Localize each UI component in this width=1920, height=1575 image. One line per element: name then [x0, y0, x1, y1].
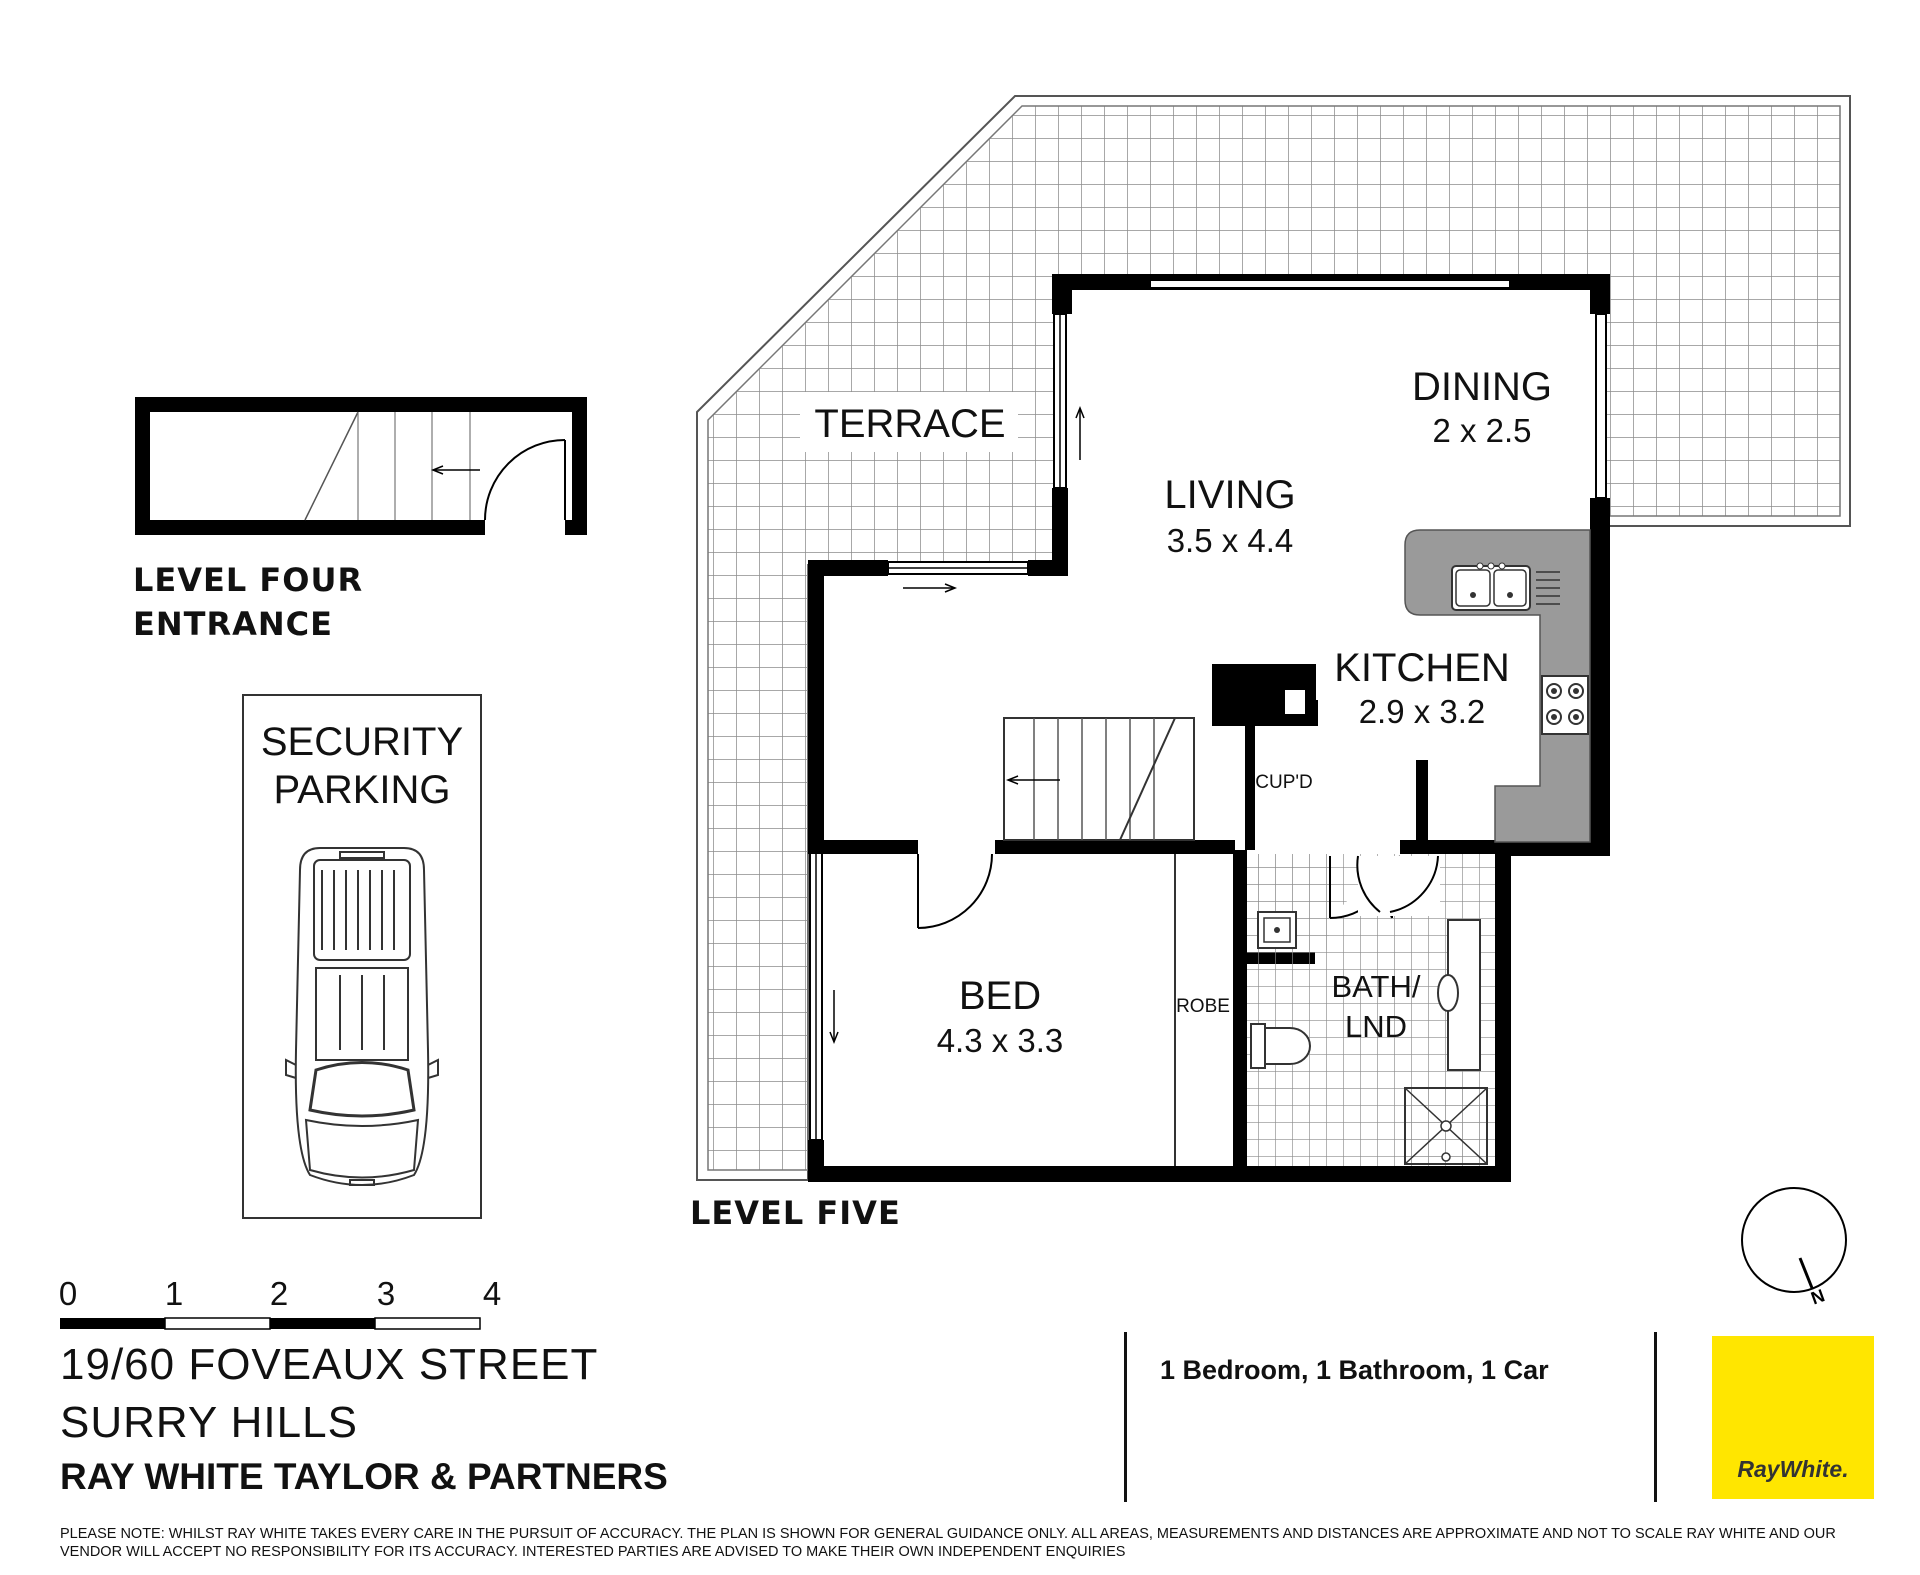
property-specs: 1 Bedroom, 1 Bathroom, 1 Car — [1160, 1355, 1549, 1385]
dining-dims: 2 x 2.5 — [1432, 412, 1531, 449]
logo-text: RayWhite. — [1737, 1456, 1849, 1482]
living-label: LIVING — [1164, 473, 1295, 517]
cupboard-label: CUP'D — [1255, 772, 1312, 793]
bath-label: BATH/ — [1332, 969, 1421, 1004]
divider-left — [1124, 1332, 1127, 1502]
raywhite-logo: RayWhite. — [1712, 1336, 1874, 1499]
living-dims: 3.5 x 4.4 — [1167, 522, 1294, 559]
level-five-label: LEVEL FIVE — [690, 1194, 901, 1232]
scale-tick-0: 0 — [59, 1275, 77, 1312]
level-four-entrance — [135, 397, 587, 535]
scale-tick-1: 1 — [165, 1275, 183, 1312]
disclaimer: PLEASE NOTE: WHILST RAY WHITE TAKES EVER… — [60, 1526, 1836, 1560]
north-label: N — [1808, 1285, 1827, 1308]
address-line1: 19/60 FOVEAUX STREET — [60, 1340, 599, 1389]
kitchen-dims: 2.9 x 3.2 — [1359, 693, 1486, 730]
scale-tick-4: 4 — [483, 1275, 501, 1312]
scale-tick-3: 3 — [377, 1275, 395, 1312]
car-icon — [285, 847, 439, 1186]
kitchen-label: KITCHEN — [1334, 646, 1510, 690]
address-line2: SURRY HILLS — [60, 1398, 358, 1447]
scale-tick-2: 2 — [270, 1275, 288, 1312]
kitchen-counter — [1404, 529, 1591, 843]
bed-label: BED — [959, 974, 1041, 1018]
terrace-label: TERRACE — [814, 402, 1005, 446]
level-four-label-line1: LEVEL FOUR — [133, 561, 363, 599]
robe-label: ROBE — [1176, 996, 1230, 1017]
bathroom — [1247, 854, 1495, 1166]
bed-dims: 4.3 x 3.3 — [937, 1022, 1064, 1059]
divider-right — [1654, 1332, 1657, 1502]
stairs — [1003, 717, 1195, 841]
security-parking: SECURITY PARKING — [242, 694, 482, 1219]
level-four-label-line2: ENTRANCE — [133, 605, 333, 643]
agency-name: RAY WHITE TAYLOR & PARTNERS — [60, 1456, 668, 1497]
scale-bar: 0 1 2 3 4 — [59, 1275, 501, 1330]
compass-icon: N — [1741, 1187, 1847, 1308]
laundry-label: LND — [1345, 1009, 1407, 1044]
dining-label: DINING — [1412, 365, 1552, 409]
parking-label-line2: PARKING — [273, 768, 450, 812]
parking-label-line1: SECURITY — [261, 720, 463, 764]
